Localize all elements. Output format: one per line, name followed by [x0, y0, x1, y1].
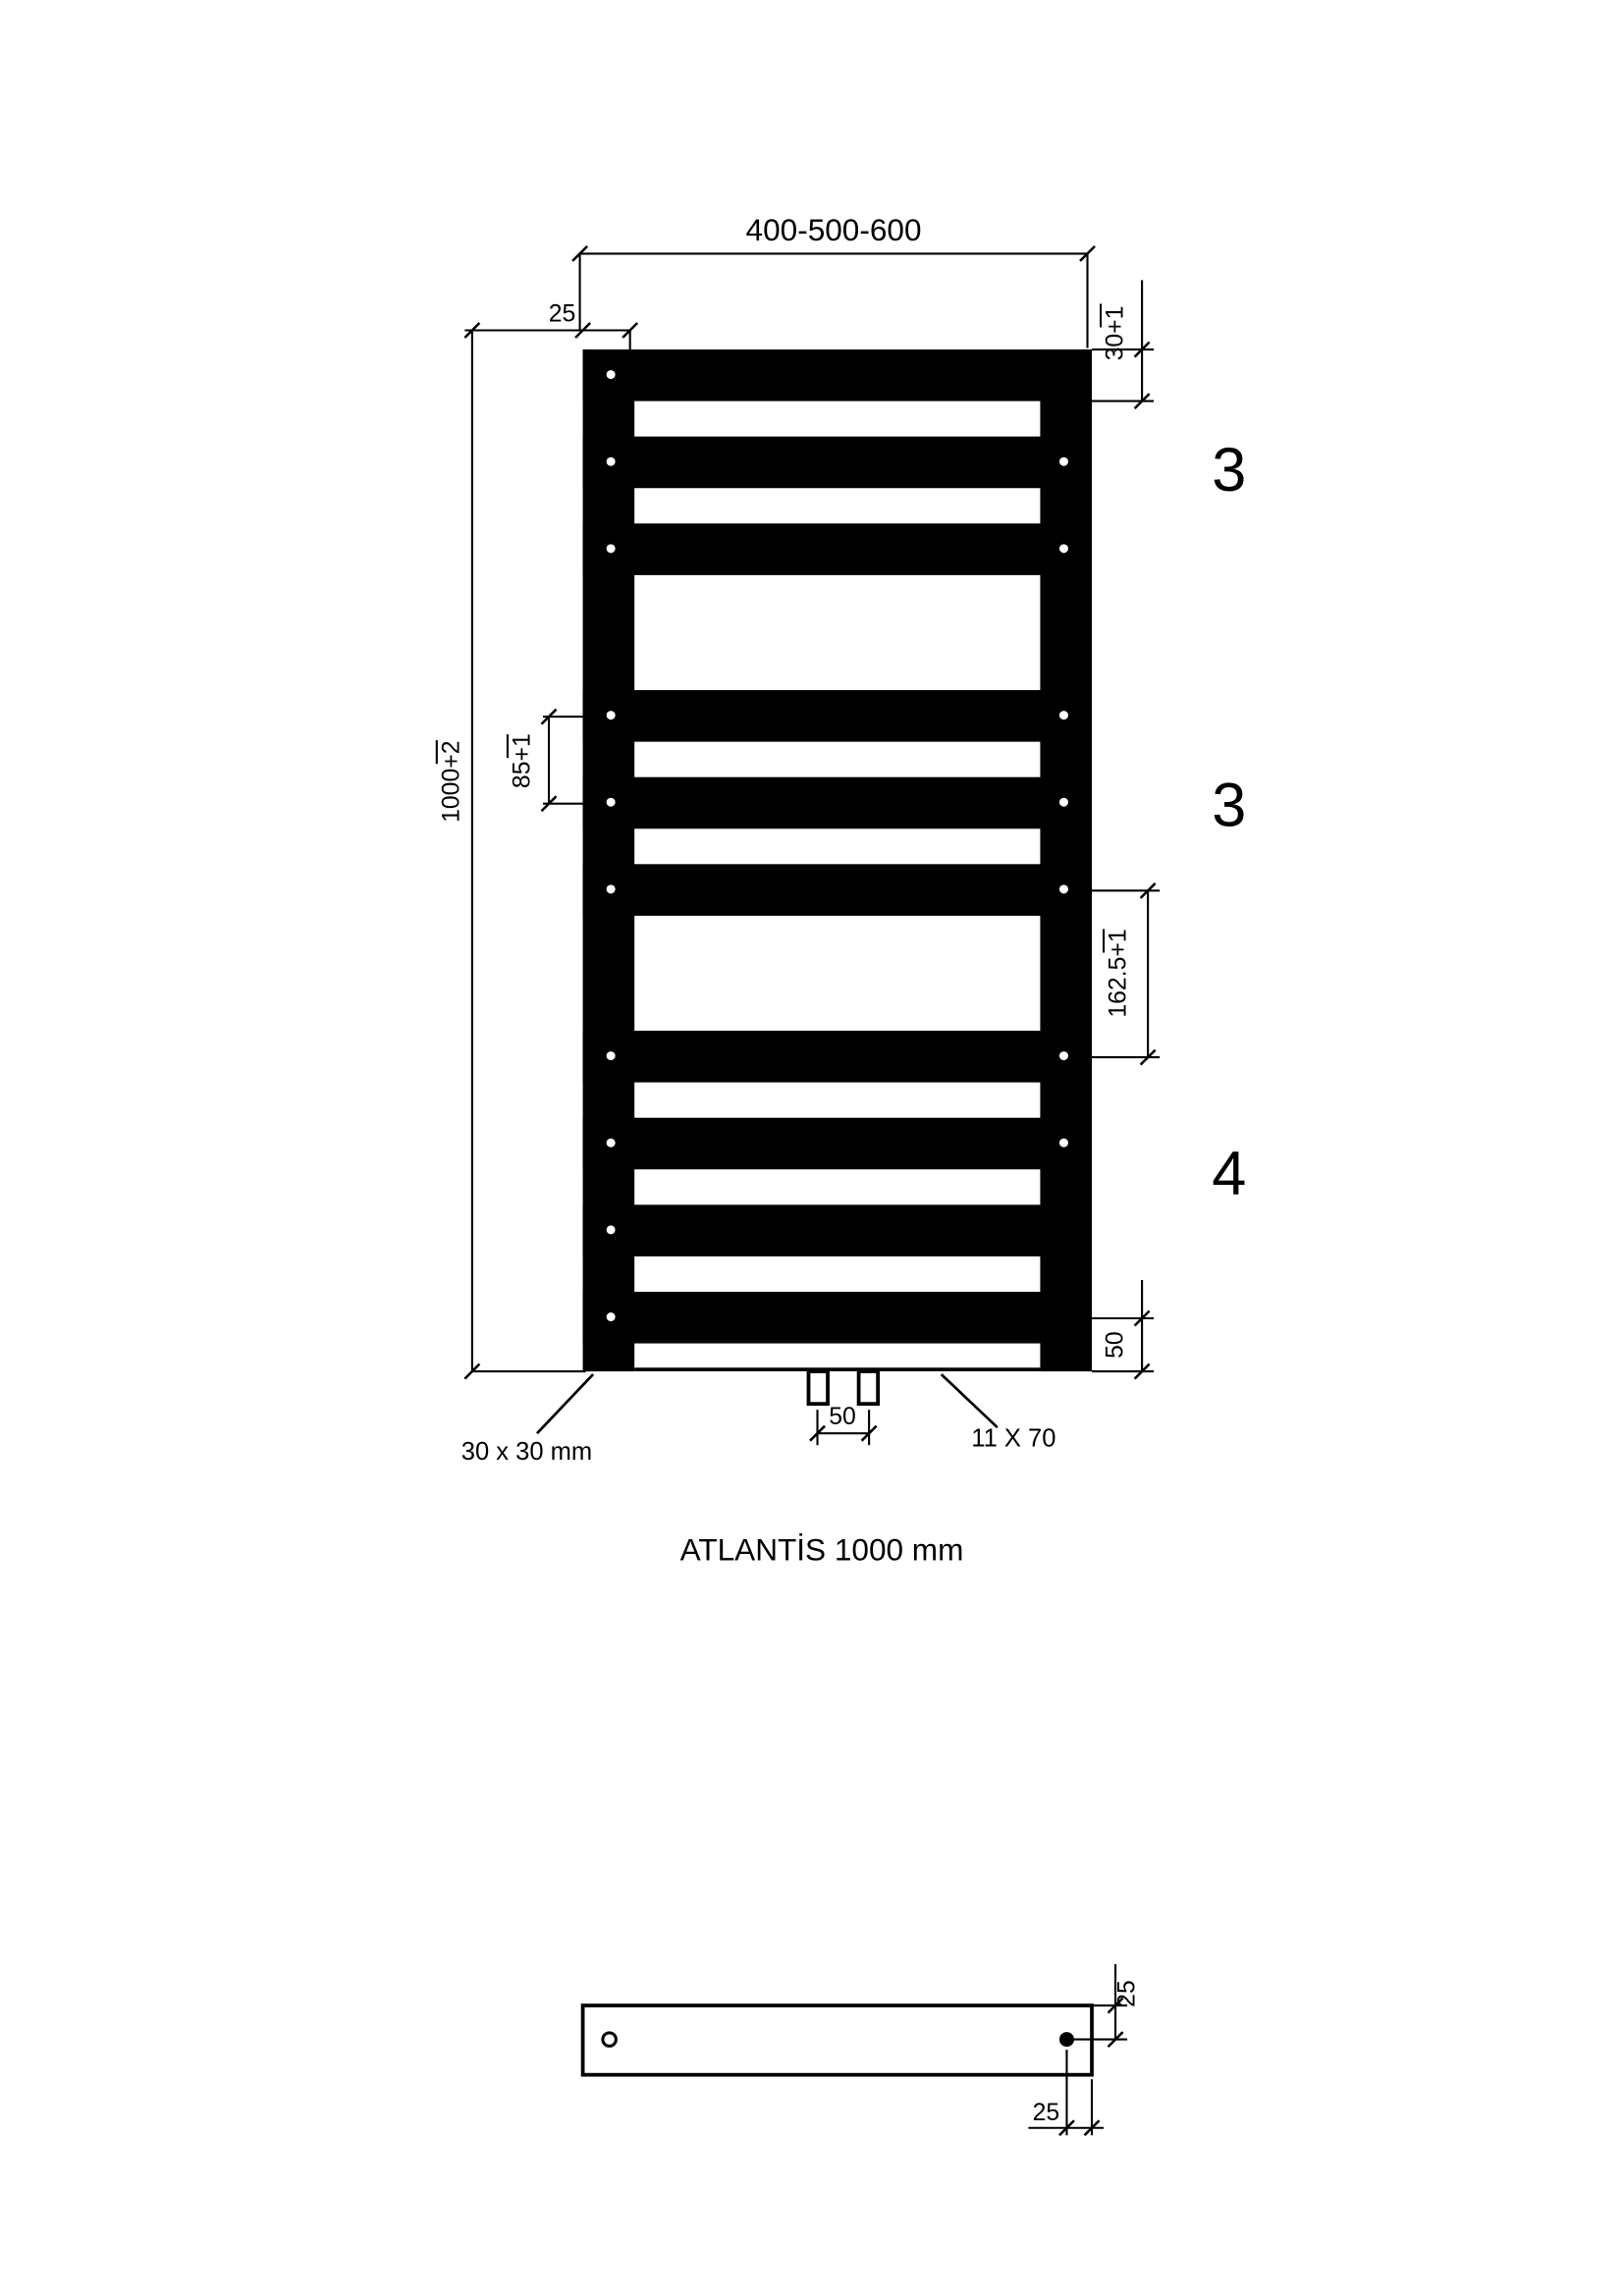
leader-line [536, 1373, 595, 1435]
dim-group-pitch: 162.5+1 [1092, 881, 1161, 1066]
pipe-stub [806, 1369, 830, 1407]
dim-bottom-right: 50 [1092, 1279, 1155, 1380]
dim-bottom-right-label: 50 [1103, 1331, 1129, 1359]
weld-dot [606, 797, 616, 807]
bar [582, 1291, 1093, 1344]
bar [582, 349, 1093, 401]
bar [582, 523, 1093, 575]
dim-height: 1000+2 [435, 322, 586, 1380]
bar [582, 864, 1093, 916]
main-view: 400-500-600 25 1000+2 [435, 212, 1246, 1567]
weld-dot [1058, 456, 1068, 466]
dim-top-bar: 30+1 [1092, 280, 1155, 410]
weld-dot [1058, 1051, 1068, 1061]
bar [582, 776, 1093, 829]
weld-dot [606, 456, 616, 466]
dim-pipe-spacing: 50 [809, 1404, 878, 1446]
dim-side-edge: 25 [1028, 2050, 1105, 2137]
left-rail [582, 349, 635, 1372]
callout-tube-size: 30 x 30 mm [461, 1373, 595, 1466]
callout-slot-size: 11 X 70 [940, 1373, 1055, 1453]
weld-dot [606, 544, 616, 554]
dim-pipe-spacing-label: 50 [829, 1404, 856, 1430]
dim-width: 400-500-600 [571, 212, 1096, 348]
dim-side-edge-label: 25 [1033, 2100, 1060, 2126]
weld-dot [1058, 1138, 1068, 1148]
right-rail [1040, 349, 1093, 1372]
group-count-3: 4 [1212, 1140, 1246, 1208]
side-view: 25 25 [580, 1963, 1141, 2137]
dim-height-label: 1000+2 [438, 741, 464, 823]
bar [582, 690, 1093, 742]
bar [582, 1031, 1093, 1083]
drawing-title: ATLANTİS 1000 mm [680, 1531, 964, 1567]
weld-dot [606, 1138, 616, 1148]
slot-size-label: 11 X 70 [971, 1425, 1055, 1453]
weld-dot [1058, 884, 1068, 894]
dim-side-top-label: 25 [1114, 1980, 1141, 2007]
group-counts: 3 3 4 [1212, 436, 1246, 1208]
dim-top-left: 25 [464, 300, 639, 351]
dim-top-bar-label: 30+1 [1103, 306, 1129, 361]
dim-side-top: 25 [1066, 1963, 1141, 2049]
weld-dot [606, 1051, 616, 1061]
radiator-body [582, 349, 1093, 1407]
group-count-1: 3 [1212, 436, 1246, 505]
weld-dot [1058, 711, 1068, 721]
bar [582, 1117, 1093, 1170]
tube-size-label: 30 x 30 mm [461, 1438, 592, 1466]
dim-bar-pitch-label: 85+1 [509, 733, 535, 788]
side-profile [580, 2003, 1094, 2077]
dim-bar-pitch: 85+1 [506, 708, 589, 813]
weld-dot [606, 1312, 616, 1322]
weld-dot [606, 884, 616, 894]
pipe-stub [856, 1369, 881, 1407]
weld-dot [1058, 544, 1068, 554]
dim-width-label: 400-500-600 [746, 212, 922, 247]
bar [582, 436, 1093, 489]
dim-group-pitch-label: 162.5+1 [1106, 929, 1132, 1017]
leader-line [940, 1373, 999, 1429]
dim-top-left-label: 25 [549, 300, 576, 327]
weld-dot [606, 711, 616, 721]
group-count-2: 3 [1212, 771, 1246, 839]
weld-dot [1058, 797, 1068, 807]
bar [582, 1204, 1093, 1256]
weld-dot [606, 1225, 616, 1235]
weld-dot [606, 370, 616, 380]
mounting-hole [601, 2031, 618, 2048]
